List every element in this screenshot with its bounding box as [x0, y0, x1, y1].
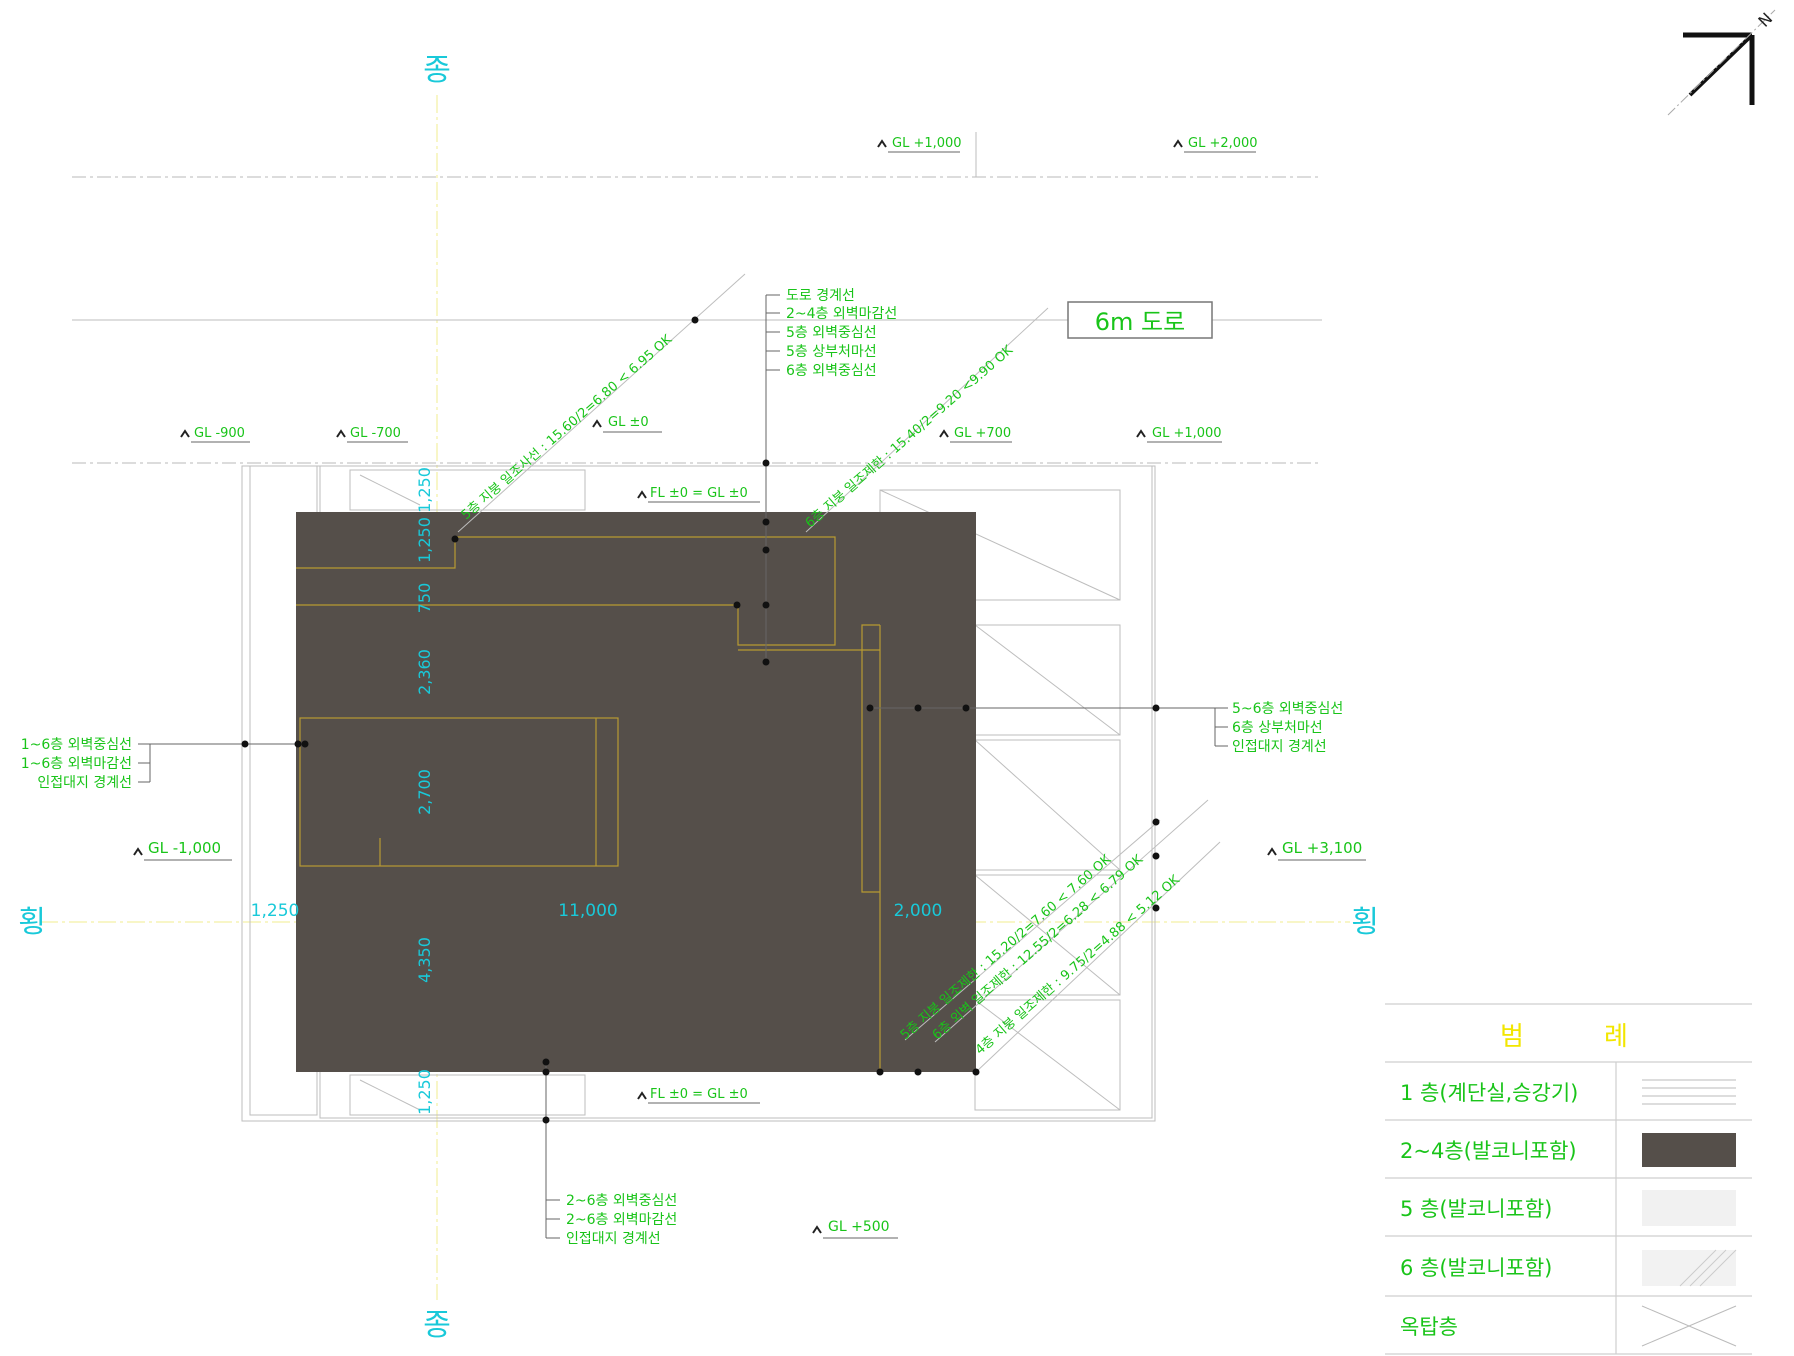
building-floors-2-4 [296, 512, 976, 1072]
dim-v-6: 4,350 [415, 937, 434, 983]
legend-swatch-hatch [1642, 1249, 1737, 1287]
callout-bottom-2: 2~6층 외벽마감선 [566, 1212, 677, 1228]
gl-mid-3: GL ±0 [608, 415, 649, 430]
floor-level-markers: FL ±0 = GL ±0 FL ±0 = GL ±0 [637, 486, 760, 1104]
legend-label-5: 옥탑층 [1400, 1315, 1458, 1339]
callout-bottom-3: 인접대지 경계선 [566, 1231, 661, 1247]
legend-label-2: 2~4층(발코니포함) [1400, 1139, 1577, 1163]
gl-top-a: GL +1,000 [892, 136, 962, 151]
gl-mid-5: GL +1,000 [1152, 426, 1222, 441]
gl-bottom: GL +500 [828, 1219, 890, 1235]
callout-left-3: 인접대지 경계선 [37, 775, 132, 791]
road-label: 6m 도로 [1095, 308, 1185, 336]
callout-left-2: 1~6층 외벽마감선 [21, 756, 132, 772]
callout-top: 도로 경계선 2~4층 외벽마감선 5층 외벽중심선 5층 상부처마선 6층 외… [451, 288, 897, 666]
gl-mid-2: GL -700 [350, 426, 401, 441]
callout-right-1: 5~6층 외벽중심선 [1232, 701, 1343, 717]
fl-bottom: FL ±0 = GL ±0 [650, 1087, 748, 1102]
dim-h-3: 2,000 [894, 901, 943, 921]
dim-v-4: 2,360 [415, 649, 434, 695]
upper-floor-outlines [296, 536, 881, 1072]
legend-title-right: 례 [1604, 1022, 1628, 1052]
dim-v-2: 1,250 [415, 517, 434, 563]
callout-right-3: 인접대지 경계선 [1232, 739, 1327, 755]
legend-label-3: 5 층(발코니포함) [1400, 1197, 1552, 1221]
dim-v-5: 2,700 [415, 769, 434, 815]
callout-left: 1~6층 외벽중심선 1~6층 외벽마감선 인접대지 경계선 [21, 737, 309, 791]
dim-h-2: 11,000 [558, 901, 617, 921]
dim-v-1: 1,250 [415, 467, 434, 513]
gl-right: GL +3,100 [1282, 839, 1362, 857]
road-label-box [1067, 301, 1213, 339]
axis-label-horizontal-left: 횡 [18, 905, 46, 940]
legend-title-left: 범 [1500, 1022, 1524, 1052]
dim-v-7: 1,250 [415, 1069, 434, 1115]
gl-mid-4: GL +700 [954, 426, 1011, 441]
horizontal-dimensions: 1,250 11,000 2,000 [251, 901, 943, 921]
dim-v-3: 750 [415, 583, 434, 614]
callout-top-3: 5층 외벽중심선 [786, 325, 877, 341]
legend-label-4: 6 층(발코니포함) [1400, 1256, 1552, 1280]
callout-right-2: 6층 상부처마선 [1232, 720, 1323, 736]
legend: 범 례 1 층(계단실,승강기) 2~4층(발코니포함) 5 층(발코니포함) … [1385, 1003, 1752, 1355]
callout-left-1: 1~6층 외벽중심선 [21, 737, 132, 753]
callout-top-1: 도로 경계선 [786, 288, 855, 304]
axis-label-vertical-top: 종 [423, 53, 451, 88]
legend-swatch-lines [1642, 1079, 1736, 1105]
gl-mid-1: GL -900 [194, 426, 245, 441]
legend-swatch-dark [1642, 1133, 1736, 1167]
gl-left: GL -1,000 [148, 839, 221, 857]
vertical-dimensions: 1,250 1,250 750 2,360 2,700 4,350 1,250 [415, 467, 434, 1115]
legend-label-1: 1 층(계단실,승강기) [1400, 1081, 1578, 1105]
north-arrow-icon: N [1667, 9, 1776, 116]
callout-bottom-1: 2~6층 외벽중심선 [566, 1193, 677, 1209]
callout-top-5: 6층 외벽중심선 [786, 363, 877, 379]
legend-swatch-light [1642, 1190, 1736, 1226]
axis-label-vertical-bottom: 종 [423, 1308, 451, 1343]
callout-right: 5~6층 외벽중심선 6층 상부처마선 인접대지 경계선 [866, 701, 1343, 1076]
gl-top-b: GL +2,000 [1188, 136, 1258, 151]
axis-label-horizontal-right: 횡 [1351, 905, 1379, 940]
fl-top: FL ±0 = GL ±0 [650, 486, 748, 501]
ground-level-markers: GL +1,000 GL +2,000 GL -900 GL -700 GL ±… [133, 136, 1366, 1239]
legend-swatch-cross [1641, 1305, 1737, 1347]
callout-bottom: 2~6층 외벽중심선 2~6층 외벽마감선 인접대지 경계선 [542, 1058, 677, 1247]
callout-top-4: 5층 상부처마선 [786, 344, 877, 360]
dim-h-1: 1,250 [251, 901, 300, 921]
callout-top-2: 2~4층 외벽마감선 [786, 306, 897, 322]
